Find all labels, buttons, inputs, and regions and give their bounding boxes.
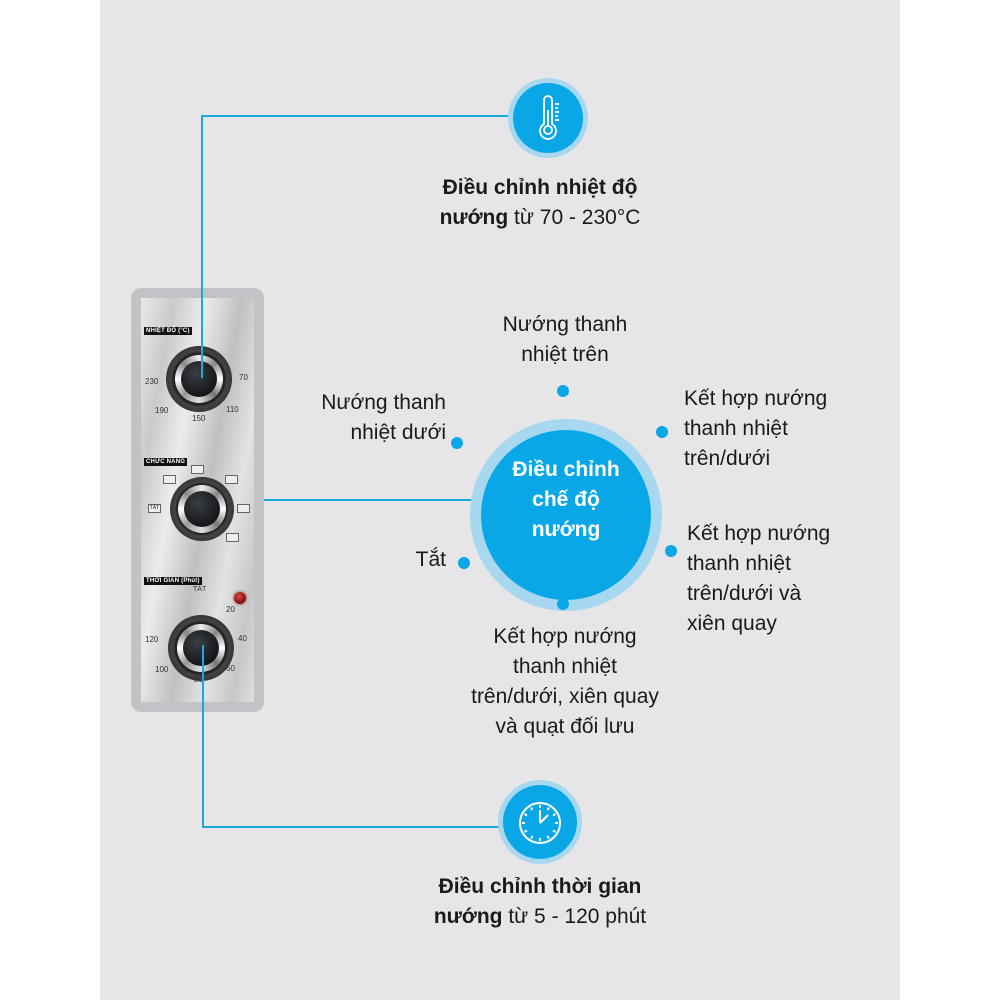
temperature-knob-label: NHIỆT ĐỘ (°C) bbox=[144, 327, 192, 335]
function-knob-cap[interactable] bbox=[184, 491, 220, 527]
mode-label-left: Tắt bbox=[415, 548, 446, 571]
clock-badge bbox=[503, 785, 577, 859]
connector-timer-horizontal bbox=[202, 826, 502, 828]
mode-label-upper-right: Kết hợp nướng thanh nhiệt trên/dưới bbox=[684, 387, 828, 470]
mode-icon-bottom-heat bbox=[163, 475, 176, 484]
timer-scale-80: 80 bbox=[194, 675, 203, 684]
temperature-range: từ 70 - 230°C bbox=[514, 206, 641, 229]
mode-bullet-upper-left bbox=[451, 437, 463, 449]
mode-icon-convection bbox=[226, 533, 239, 542]
time-title-2: nướng bbox=[433, 905, 503, 928]
clock-icon bbox=[519, 802, 561, 844]
mode-label-top: Nướng thanh nhiệt trên bbox=[502, 313, 628, 366]
mode-icon-top-bottom bbox=[225, 475, 238, 484]
thermometer-icon bbox=[539, 95, 559, 140]
mode-bullet-lower-right bbox=[665, 545, 677, 557]
mode-label-bottom: Kết hợp nướng thanh nhiệt trên/dưới, xiê… bbox=[471, 625, 659, 738]
temperature-scale-150: 150 bbox=[192, 414, 206, 423]
mode-icon-top-heat bbox=[191, 465, 204, 474]
time-title: Điều chỉnh thời gian bbox=[438, 875, 642, 898]
thermometer-badge bbox=[513, 83, 583, 153]
power-indicator-lamp bbox=[234, 592, 246, 604]
timer-scale-40: 40 bbox=[238, 634, 247, 643]
mode-bullet-upper-right bbox=[656, 426, 668, 438]
temperature-scale-190: 190 bbox=[155, 406, 169, 415]
mode-label-lower-right: Kết hợp nướng thanh nhiệt trên/dưới và x… bbox=[687, 522, 831, 635]
timer-scale-120: 120 bbox=[145, 635, 159, 644]
temperature-title: Điều chỉnh nhiệt độ bbox=[442, 176, 638, 199]
temperature-title-2: nướng bbox=[439, 206, 509, 229]
temperature-scale-70: 70 bbox=[239, 373, 248, 382]
mode-label-upper-left: Nướng thanh nhiệt dưới bbox=[321, 391, 446, 444]
mode-bullet-bottom bbox=[557, 598, 569, 610]
timer-knob-cap[interactable] bbox=[183, 630, 219, 666]
function-knob-label: CHỨC NĂNG bbox=[144, 458, 188, 466]
timer-off-label: TẮT bbox=[193, 586, 207, 593]
connector-temperature-horizontal bbox=[201, 115, 516, 117]
mode-off-label: TẮT bbox=[148, 504, 161, 513]
mode-hub-label: Điều chỉnh chế độ nướng bbox=[512, 458, 620, 541]
mode-bullet-left bbox=[458, 557, 470, 569]
temperature-knob-cap[interactable] bbox=[181, 361, 217, 397]
connector-timer-vertical bbox=[202, 645, 204, 828]
temperature-scale-110: 110 bbox=[226, 405, 239, 414]
mode-icon-rotisserie bbox=[237, 504, 250, 513]
connector-function bbox=[228, 499, 480, 501]
connector-temperature-into-knob bbox=[201, 288, 203, 378]
temperature-caption: Điều chỉnh nhiệt độ nướng từ 70 - 230°C bbox=[380, 173, 700, 233]
connector-timer-from-knob bbox=[202, 645, 204, 715]
connector-temperature-vertical bbox=[201, 115, 203, 377]
temperature-scale-230: 230 bbox=[145, 377, 159, 386]
timer-scale-100: 100 bbox=[155, 665, 169, 674]
timer-knob-label: THỜI GIAN (Phút) bbox=[144, 577, 202, 585]
mode-hub bbox=[481, 430, 651, 600]
time-range: từ 5 - 120 phút bbox=[508, 905, 647, 928]
mode-bullet-top bbox=[557, 385, 569, 397]
timer-scale-60: 60 bbox=[226, 664, 235, 673]
timer-scale-20: 20 bbox=[226, 605, 235, 614]
time-caption: Điều chỉnh thời gian nướng từ 5 - 120 ph… bbox=[380, 872, 700, 932]
